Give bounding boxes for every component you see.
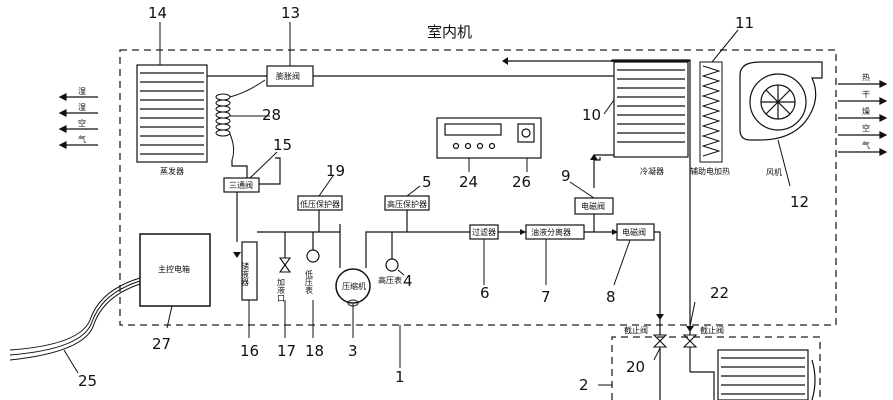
right-air-text-5: 气: [862, 140, 870, 150]
stop-valve-right-label: 截止阀: [700, 325, 724, 335]
separator-label: 油液分离器: [531, 227, 571, 237]
low-pressure-gauge-icon: [306, 249, 320, 263]
left-air-text-1: 湿: [78, 87, 86, 96]
callout-14: 14: [148, 4, 167, 22]
left-air-text-4: 气: [78, 134, 86, 144]
callout-25: 25: [78, 372, 97, 390]
callout-6: 6: [480, 284, 490, 302]
reservoir-label: 储液器: [241, 261, 250, 287]
right-air-text-2: 干: [862, 90, 870, 99]
stop-valve-left-icon: [652, 334, 668, 348]
callout-27: 27: [152, 335, 171, 353]
callout-13: 13: [281, 4, 300, 22]
fan-label: 风机: [766, 167, 782, 177]
aux-heater: [699, 61, 723, 163]
callout-28: 28: [262, 106, 281, 124]
condenser-coil: [613, 61, 689, 158]
callout-26: 26: [512, 173, 531, 191]
right-air-arrows: [838, 80, 888, 156]
stop-valve-right-icon: [682, 334, 698, 348]
evaporator-label: 蒸发器: [160, 166, 184, 176]
charging-port-valve-icon: [278, 257, 292, 273]
callout-17: 17: [277, 342, 296, 360]
condenser-label: 冷凝器: [640, 166, 664, 176]
callout-5: 5: [422, 173, 432, 191]
main-control-box-label: 主控电箱: [158, 264, 190, 274]
callout-10: 10: [582, 106, 601, 124]
expansion-valve-label: 膨胀阀: [276, 71, 300, 81]
three-way-valve-box: [223, 177, 260, 193]
callout-4: 4: [403, 272, 413, 290]
high-pressure-gauge-icon: [385, 258, 399, 272]
solenoid-valve-lower-box: [616, 223, 655, 241]
outdoor-unit-boundary: [611, 336, 821, 400]
callout-20: 20: [626, 358, 645, 376]
right-air-text-3: 燥: [862, 107, 870, 116]
callout-9: 9: [561, 167, 571, 185]
compressor-icon: [335, 268, 371, 304]
callout-11: 11: [735, 14, 754, 32]
stop-valve-left-label: 截止阀: [624, 325, 648, 335]
controller-panel: [436, 117, 542, 159]
flow-arrows: [233, 57, 694, 332]
indoor-unit-title: 室内机: [427, 23, 472, 41]
indoor-unit-boundary: [119, 49, 837, 326]
right-air-text-1: 热: [862, 72, 870, 82]
left-air-text-3: 空: [78, 118, 86, 128]
callout-19: 19: [326, 162, 345, 180]
charging-port-label: 加液口: [277, 277, 286, 302]
high-pressure-protector-label: 高压保护器: [387, 199, 427, 209]
three-way-valve-label: 三通阀: [229, 180, 253, 190]
callout-15: 15: [273, 136, 292, 154]
capillary-coil: [215, 79, 266, 161]
callout-7: 7: [541, 288, 551, 306]
left-air-arrows: [58, 93, 98, 149]
callout-1: 1: [395, 368, 405, 386]
fan-icon: [739, 61, 823, 141]
callout-22: 22: [710, 284, 729, 302]
outdoor-coil: [690, 349, 816, 400]
low-pressure-protector-box: [297, 195, 343, 211]
power-cable: [9, 277, 141, 361]
callout-2: 2: [579, 376, 589, 394]
separator-box: [525, 224, 585, 240]
callout-leaders: [63, 22, 791, 386]
callout-3: 3: [348, 342, 358, 360]
callout-12: 12: [790, 193, 809, 211]
left-air-text-2: 湿: [78, 103, 86, 112]
solenoid-valve-lower-label: 电磁阀: [622, 227, 646, 237]
high-pressure-gauge-label: 高压表: [378, 275, 402, 285]
callout-18: 18: [305, 342, 324, 360]
aux-heater-label: 辅助电加热: [690, 166, 730, 176]
callout-8: 8: [606, 288, 616, 306]
low-pressure-gauge-label: 低压表: [305, 269, 314, 295]
solenoid-valve-upper-label: 电磁阀: [581, 201, 605, 211]
callout-24: 24: [459, 173, 478, 191]
right-air-text-4: 空: [862, 123, 870, 133]
filter-label: 过滤器: [472, 227, 496, 237]
callout-16: 16: [240, 342, 259, 360]
main-control-box: [139, 233, 211, 307]
evaporator-coil: [136, 64, 208, 163]
compressor-label: 压缩机: [342, 281, 366, 291]
low-pressure-protector-label: 低压保护器: [300, 199, 340, 209]
